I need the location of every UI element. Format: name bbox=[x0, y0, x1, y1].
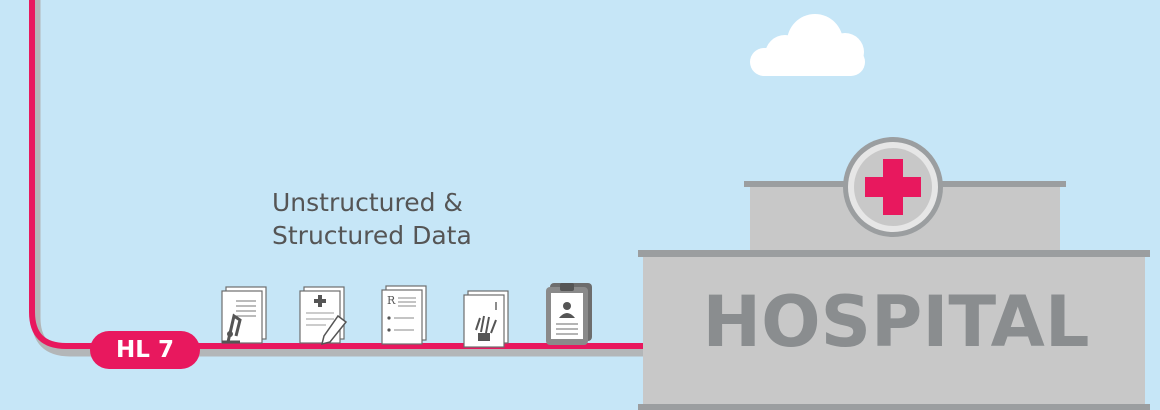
caption-line-1: Unstructured & bbox=[272, 188, 463, 217]
hospital-label: HOSPITAL bbox=[702, 281, 1090, 363]
data-caption: Unstructured & Structured Data bbox=[272, 186, 532, 252]
hl7-badge: HL 7 bbox=[90, 331, 200, 369]
svg-text:R: R bbox=[387, 294, 396, 307]
prescription-rx-icon: R bbox=[381, 285, 427, 345]
data-pipe bbox=[29, 0, 650, 349]
medical-form-pen-icon bbox=[299, 286, 348, 346]
caption-line-2: Structured Data bbox=[272, 221, 472, 250]
clipboard-patient-record-icon bbox=[546, 283, 592, 345]
lab-report-microscope-icon bbox=[221, 286, 267, 344]
hospital-cross-icon bbox=[843, 137, 943, 237]
cloud bbox=[750, 14, 865, 76]
xray-hand-icon bbox=[463, 290, 509, 348]
